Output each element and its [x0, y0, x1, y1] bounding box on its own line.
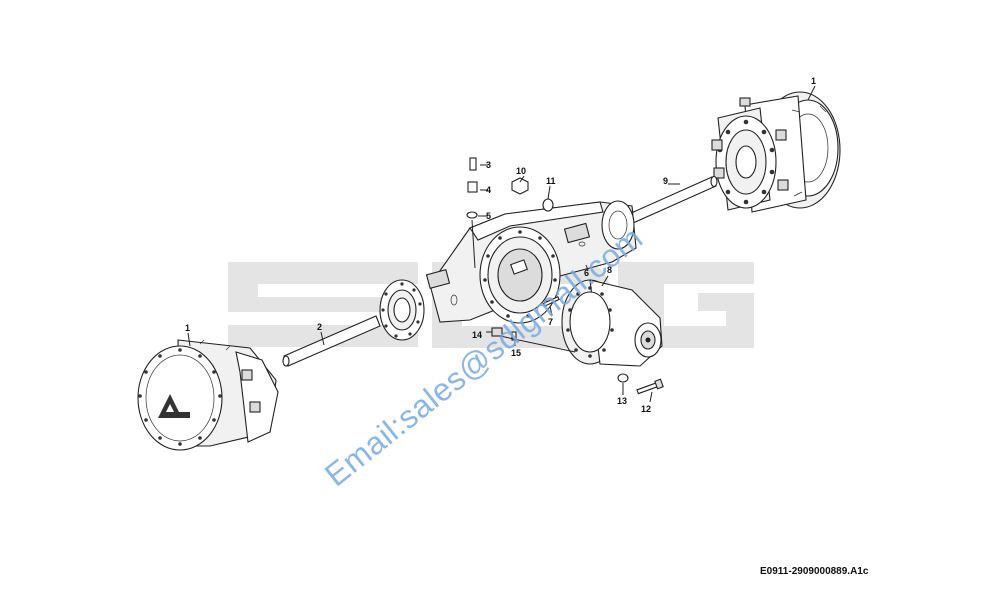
- axle-housing: [379, 200, 637, 341]
- callout-13: 13: [617, 396, 627, 406]
- callout-5: 5: [486, 211, 491, 221]
- callout-1-left: 1: [185, 323, 190, 333]
- callout-12: 12: [641, 404, 651, 414]
- callout-8: 8: [607, 265, 612, 275]
- callout-4: 4: [486, 185, 491, 195]
- callout-11: 11: [546, 176, 556, 186]
- callout-3: 3: [486, 160, 491, 170]
- wheel-hub-left: [137, 339, 279, 451]
- small-fasteners: [466, 157, 664, 395]
- drawing-code-label: E0911-2909000889.A1c: [760, 566, 869, 577]
- differential-assembly: [561, 279, 663, 367]
- callout-15: 15: [511, 348, 521, 358]
- axle-shaft-left: [282, 315, 381, 367]
- leader-lines: [187, 85, 816, 403]
- callout-6: 6: [584, 268, 589, 278]
- callout-7: 7: [548, 317, 553, 327]
- callout-2: 2: [317, 322, 322, 332]
- wheel-hub-right: [711, 91, 841, 213]
- callout-14: 14: [472, 330, 482, 340]
- callout-9: 9: [663, 176, 668, 186]
- callout-10: 10: [516, 166, 526, 176]
- callout-1-right: 1: [811, 76, 816, 86]
